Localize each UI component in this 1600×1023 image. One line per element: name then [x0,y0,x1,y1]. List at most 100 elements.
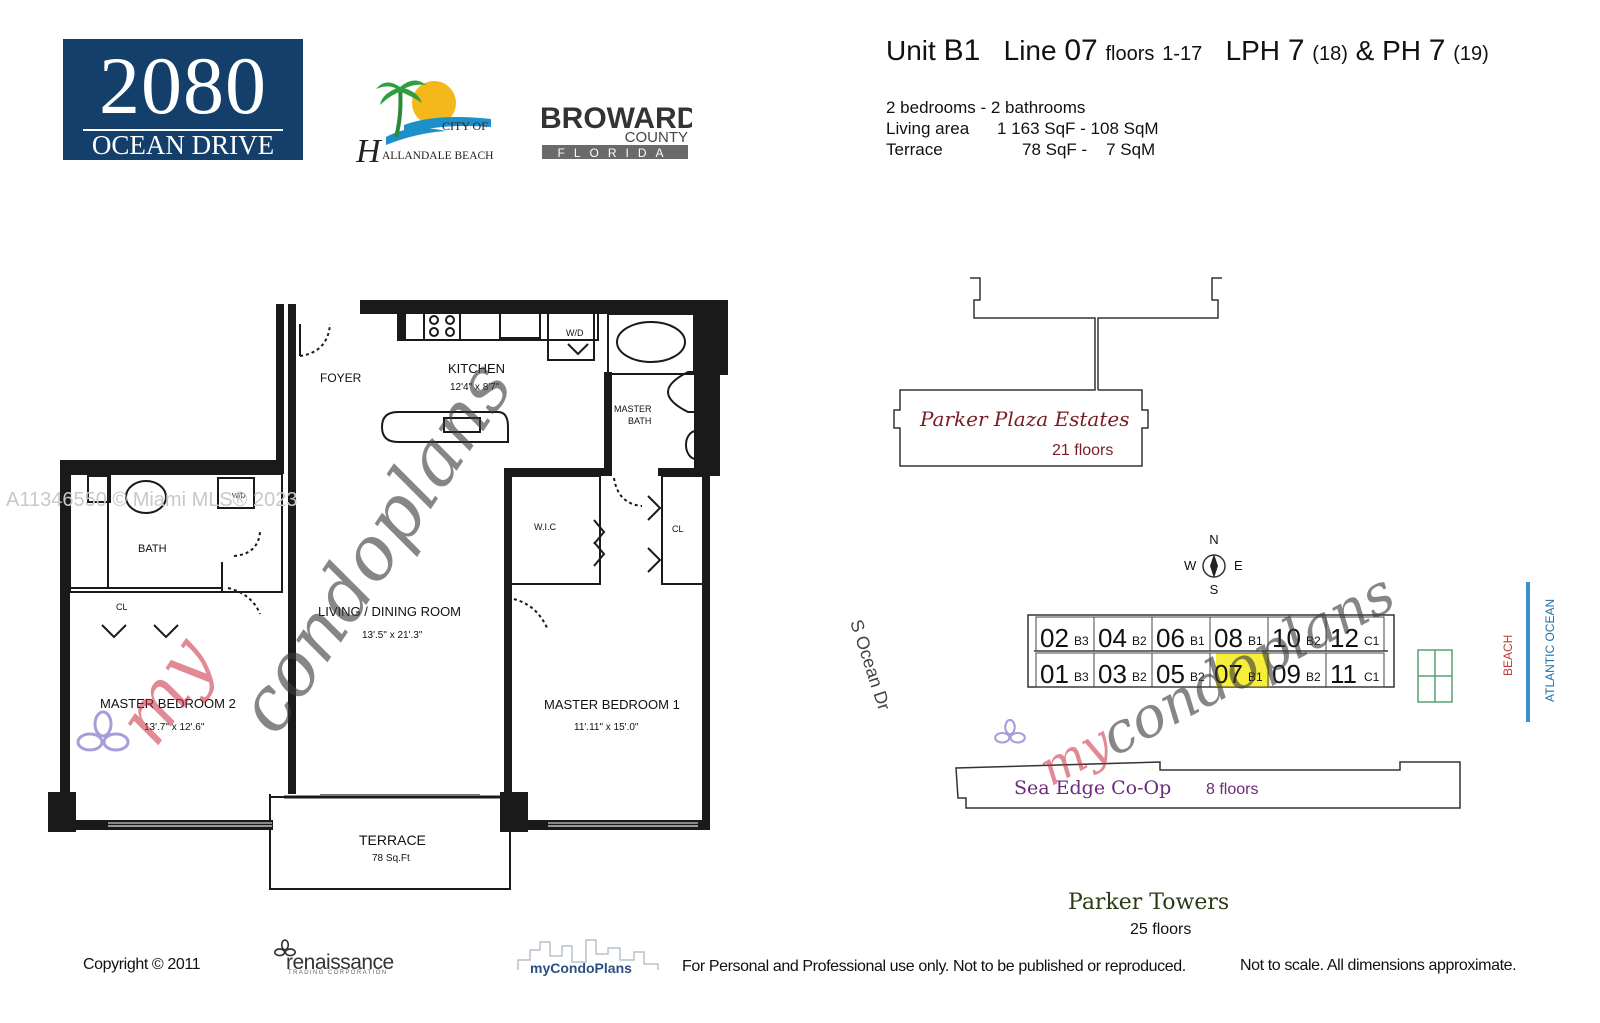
unit-type-04: B2 [1132,634,1147,648]
scale-notice: Not to scale. All dimensions approximate… [1240,957,1517,974]
mycondoplans-logo-text: myCondoPlans [530,960,632,976]
site-plan: N S E W Parker Plaza Estates 21 floors S… [846,277,1557,809]
label-master-bath-2: BATH [628,416,651,426]
logo-rule [83,129,283,131]
unit-07-highlight [1216,653,1270,687]
floors-value: 1-17 [1162,43,1203,65]
ocean-label: ATLANTIC OCEAN [1543,599,1557,702]
unit-type-03: B2 [1132,670,1147,684]
logo-florida-text: FLORIDA [557,146,672,160]
unit-cell-07: 07 B1 [1209,652,1269,689]
ph-label: PH [1382,35,1422,66]
logo-county-text: COUNTY [625,129,688,146]
parker-towers-name: Parker Towers [1068,890,1230,915]
street-label: S Ocean Dr [846,617,894,713]
unit-specs: 2 bedrooms - 2 bathrooms Living area 1 1… [886,97,1159,160]
logo-city-of: CITY OF [442,119,488,133]
compass-n: N [1209,532,1218,547]
compass-e: E [1234,558,1243,573]
unit-number-06: 06 [1156,623,1185,653]
logo-number: 2080 [99,40,267,131]
amp: & [1355,35,1375,66]
ph-value: 7 [1428,34,1446,67]
unit-cell-04: 04 B2 [1093,616,1153,653]
floors-label: floors [1105,43,1155,65]
line-value: 07 [1064,34,1098,67]
ph-floor: (19) [1453,43,1489,65]
lph-floor: (18) [1312,43,1348,65]
unit-number-08: 08 [1214,623,1243,653]
unit-cell-08: 08 B1 [1209,616,1269,653]
terrace-label: Terrace [886,140,943,159]
unit-number-01: 01 [1040,659,1069,689]
label-wic: W.I.C [534,522,556,532]
unit-type-06: B1 [1190,634,1205,648]
renaissance-text: renaissance [286,951,394,974]
parker-plaza-outline [893,277,1149,467]
sea-edge-outline [955,761,1461,809]
parker-towers-floors: 25 floors [1130,921,1192,938]
logo-2080-ocean-drive: 2080 OCEAN DRIVE [63,39,303,160]
lph-value: 7 [1287,34,1305,67]
unit-number-03: 03 [1098,659,1127,689]
unit-number-11: 11 [1330,659,1357,689]
label-kitchen-dim: 12'4" x 8'7" [450,382,500,393]
wave-icon [404,117,491,135]
unit-type-12: C1 [1364,634,1380,648]
renaissance-sub: TRADING CORPORATION [288,970,388,976]
label-living: LIVING / DINING ROOM [318,604,461,619]
logo-initial: H [356,133,383,165]
label-bath: BATH [138,543,167,555]
unit-number-04: 04 [1098,623,1127,653]
label-wd-2: W/D [232,493,246,500]
living-area-label: Living area [886,119,970,138]
beach-label: BEACH [1501,635,1515,676]
sea-edge-name: Sea Edge Co-Op [1014,777,1171,799]
sun-icon [412,81,456,125]
logo-city-of-hallandale-beach: H CITY OF ALLANDALE BEACH [356,80,493,165]
label-terrace: TERRACE [359,832,426,848]
unit-number-12: 12 [1330,623,1359,653]
renaissance-logo: renaissance TRADING CORPORATION [272,936,402,978]
parker-plaza-name: Parker Plaza Estates [919,407,1129,431]
unit-cell-06: 06 B1 [1151,616,1211,653]
label-kitchen: KITCHEN [448,361,505,376]
label-master-bedroom-1-dim: 11'.11" x 15'.0" [574,722,639,733]
unit-type-11: C1 [1364,670,1380,684]
living-area-value: 1 163 SqF - 108 SqM [997,119,1159,138]
parker-plaza-floors: 21 floors [1052,442,1113,459]
wall-top [360,300,728,314]
unit-number-07: 07 [1214,659,1243,689]
renaissance-trefoil-icon [274,939,296,957]
label-master-bath: MASTER [614,404,652,414]
unit-cell-03: 03 B2 [1093,652,1153,689]
unit-type-07: B1 [1248,670,1263,684]
unit-type-01: B3 [1074,670,1089,684]
unit-number-09: 09 [1272,659,1301,689]
logo-hallandale-beach: ALLANDALE BEACH [382,150,493,162]
unit-value: B1 [943,34,981,67]
lph-label: LPH [1225,35,1281,66]
label-cl-2: CL [672,524,684,534]
label-master-bedroom-1: MASTER BEDROOM 1 [544,697,680,712]
logo-broward-county: BROWARD COUNTY FLORIDA [540,102,692,160]
terrace-value: 78 SqF - 7 SqM [1022,140,1156,159]
unit-type-02: B3 [1074,634,1089,648]
label-terrace-dim: 78 Sq.Ft [372,853,410,864]
unit-type-08: B1 [1248,634,1263,648]
line-label: Line [1003,35,1057,66]
unit-label: Unit [886,35,936,66]
label-wd: W/D [566,328,584,338]
unit-cell-01: 01 B3 [1035,652,1095,689]
label-living-dim: 13'.5" x 21'.3" [362,630,423,641]
mls-watermark: A11346550 © Miami MLS® 2023 [6,489,298,511]
unit-type-05: B2 [1190,670,1205,684]
label-cl-1: CL [116,602,128,612]
personal-use-notice: For Personal and Professional use only. … [682,958,1186,975]
beds-baths: 2 bedrooms - 2 bathrooms [886,98,1086,117]
